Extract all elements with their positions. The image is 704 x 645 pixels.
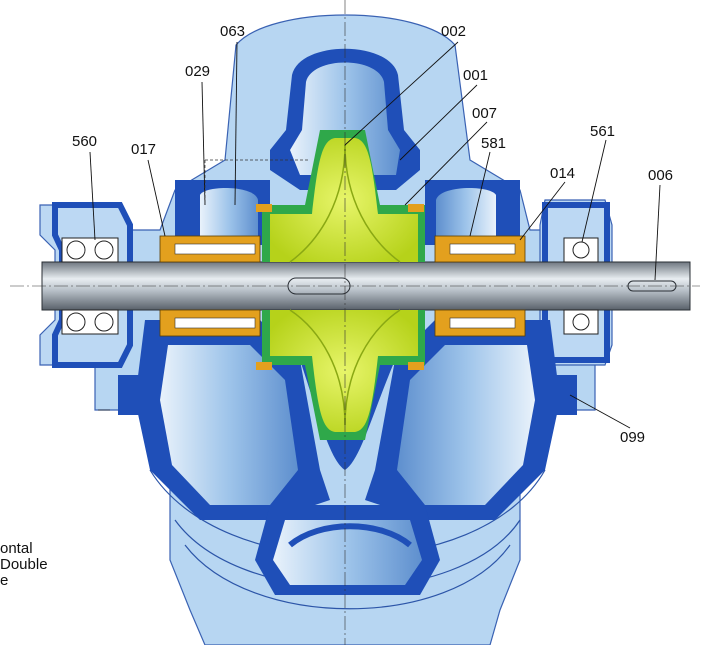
label-002: 002 (441, 23, 467, 40)
label-017: 017 (131, 141, 157, 158)
bearing-560 (61, 237, 119, 335)
caption-line-1: ontal (0, 540, 33, 557)
label-029: 029 (185, 63, 211, 80)
label-561: 561 (590, 123, 616, 140)
caption-line-3: e (0, 572, 9, 589)
label-014: 014 (550, 165, 576, 182)
label-001: 001 (463, 67, 489, 84)
leader-lines (89, 41, 661, 429)
bearing-561 (563, 237, 599, 335)
shaft-006 (10, 261, 700, 311)
label-006: 006 (648, 167, 674, 184)
impeller-002 (256, 130, 425, 440)
label-063: 063 (220, 23, 246, 40)
seal-packing (159, 235, 526, 337)
label-007: 007 (472, 105, 498, 122)
label-560: 560 (72, 133, 98, 150)
label-099: 099 (620, 429, 646, 446)
caption-line-2: Double (0, 556, 48, 573)
label-581: 581 (481, 135, 507, 152)
